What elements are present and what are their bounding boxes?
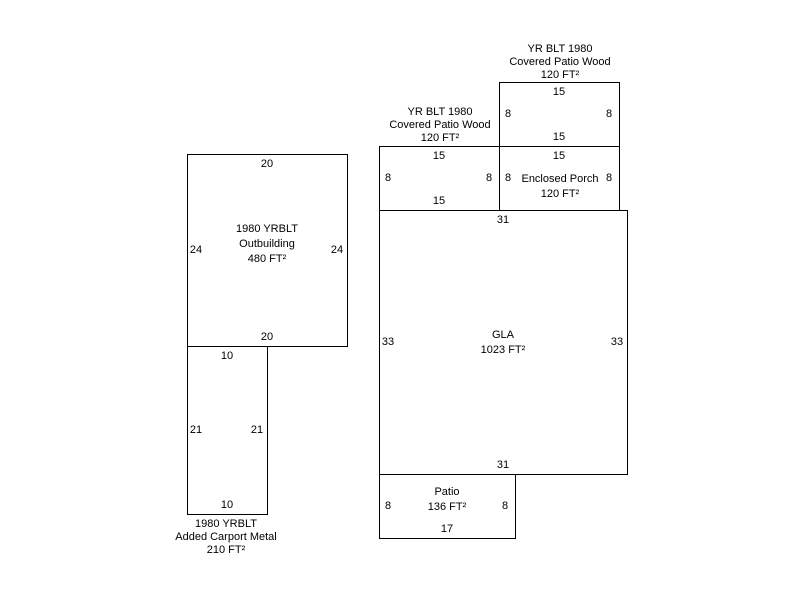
dim-cpl-left: 8 bbox=[384, 172, 392, 184]
label-line2: Added Carport Metal bbox=[175, 531, 277, 543]
dim-carport-left: 21 bbox=[189, 424, 203, 436]
label-name: Enclosed Porch bbox=[521, 173, 599, 185]
label-patio: Patio 136 FT² bbox=[428, 485, 467, 515]
dim-gla-left: 33 bbox=[381, 336, 395, 348]
label-name: GLA bbox=[491, 329, 515, 341]
dim-carport-right: 21 bbox=[250, 424, 264, 436]
label-line2: Outbuilding bbox=[239, 238, 295, 250]
label-enclosed-porch: Enclosed Porch 120 FT² bbox=[521, 172, 598, 202]
dim-cpt-right: 8 bbox=[605, 108, 613, 120]
dim-outbuilding-right: 24 bbox=[330, 244, 344, 256]
label-line2: Covered Patio Wood bbox=[389, 119, 491, 131]
label-outbuilding: 1980 YRBLT Outbuilding 480 FT² bbox=[236, 222, 298, 267]
label-area: 1023 FT² bbox=[480, 344, 526, 356]
label-name: Patio bbox=[434, 486, 460, 498]
label-area: 120 FT² bbox=[540, 69, 580, 81]
label-gla: GLA 1023 FT² bbox=[481, 328, 526, 358]
dim-cpl-right: 8 bbox=[485, 172, 493, 184]
dim-patio-left: 8 bbox=[384, 500, 392, 512]
label-line1: YR BLT 1980 bbox=[527, 43, 593, 55]
label-line1: YR BLT 1980 bbox=[407, 106, 473, 118]
dim-porch-left: 8 bbox=[504, 172, 512, 184]
dim-patio-bottom: 17 bbox=[440, 523, 454, 535]
dim-porch-right: 8 bbox=[605, 172, 613, 184]
label-area: 120 FT² bbox=[420, 132, 460, 144]
dim-patio-right: 8 bbox=[501, 500, 509, 512]
label-line2: Covered Patio Wood bbox=[509, 56, 611, 68]
room-carport bbox=[187, 346, 268, 515]
dim-cpl-top: 15 bbox=[432, 150, 446, 162]
label-line1: 1980 YRBLT bbox=[236, 223, 298, 235]
dim-cpt-bottom: 15 bbox=[552, 131, 566, 143]
dim-carport-bottom: 10 bbox=[220, 499, 234, 511]
dim-outbuilding-top: 20 bbox=[260, 158, 274, 170]
label-covered-patio-top: YR BLT 1980 Covered Patio Wood 120 FT² bbox=[509, 43, 610, 82]
dim-gla-right: 33 bbox=[610, 336, 624, 348]
dim-cpt-top: 15 bbox=[552, 86, 566, 98]
label-area: 120 FT² bbox=[540, 188, 580, 200]
label-covered-patio-left: YR BLT 1980 Covered Patio Wood 120 FT² bbox=[389, 106, 490, 145]
dim-cpl-bottom: 15 bbox=[432, 195, 446, 207]
dim-gla-bottom: 31 bbox=[496, 459, 510, 471]
dim-gla-top: 31 bbox=[496, 214, 510, 226]
dim-outbuilding-bottom: 20 bbox=[260, 331, 274, 343]
dim-outbuilding-left: 24 bbox=[189, 244, 203, 256]
dim-carport-top: 10 bbox=[220, 350, 234, 362]
label-area: 136 FT² bbox=[427, 501, 467, 513]
label-area: 210 FT² bbox=[206, 544, 246, 556]
label-area: 480 FT² bbox=[247, 253, 287, 265]
dim-porch-top: 15 bbox=[552, 150, 566, 162]
dim-cpt-left: 8 bbox=[504, 108, 512, 120]
label-carport: 1980 YRBLT Added Carport Metal 210 FT² bbox=[175, 518, 277, 557]
label-line1: 1980 YRBLT bbox=[195, 518, 257, 530]
room-patio bbox=[379, 474, 516, 539]
